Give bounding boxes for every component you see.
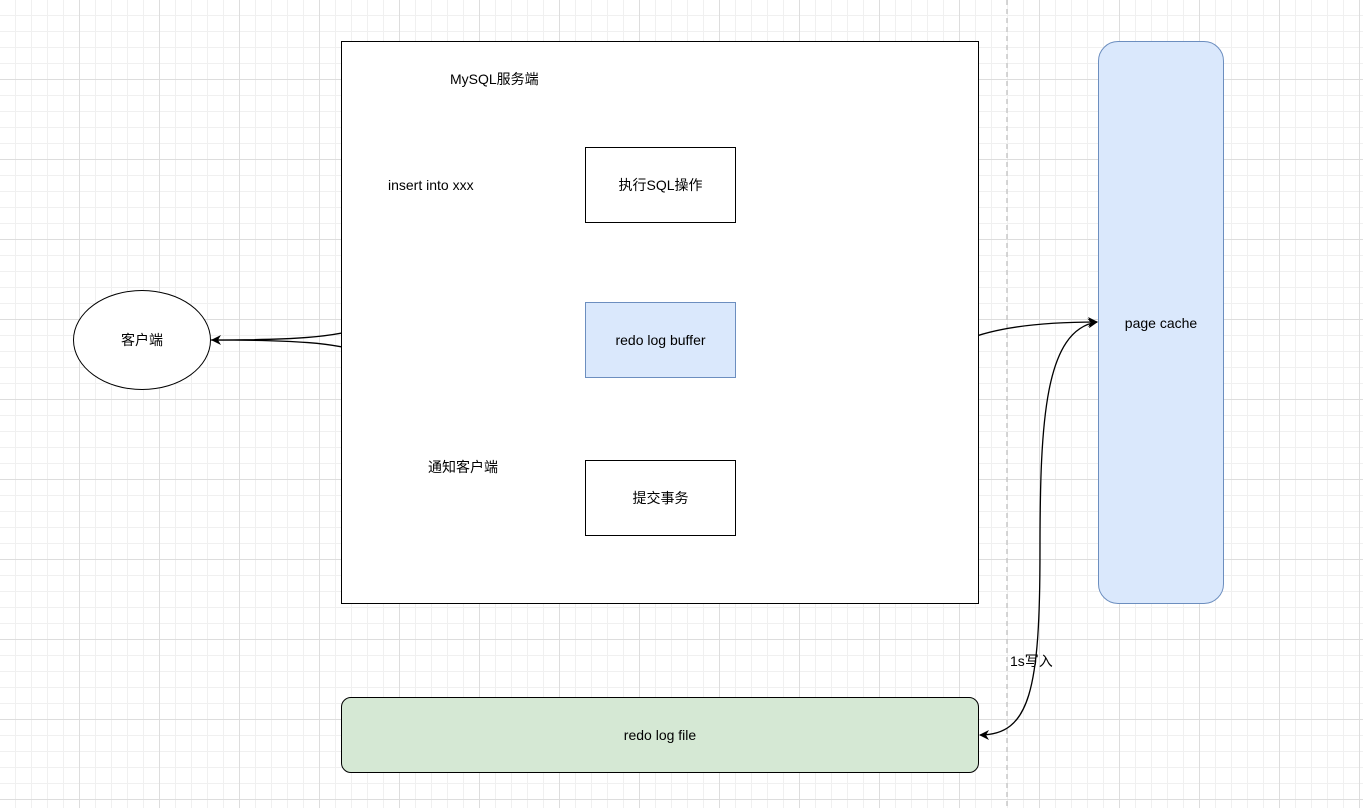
client-node[interactable]: 客户端 <box>73 290 211 390</box>
edge-page-cache-to-file[interactable] <box>979 318 1098 740</box>
insert-edge-label: insert into xxx <box>388 177 474 193</box>
redo-log-file-label: redo log file <box>623 727 697 743</box>
page-cache-node[interactable]: page cache <box>1098 41 1224 604</box>
execute-sql-label: 执行SQL操作 <box>618 177 703 193</box>
redo-log-file-node[interactable]: redo log file <box>341 697 979 773</box>
write-edge-label: 1s写入 <box>1010 653 1053 669</box>
notify-edge-label: 通知客户端 <box>428 459 498 475</box>
redo-log-buffer-label: redo log buffer <box>615 332 706 348</box>
server-title: MySQL服务端 <box>450 71 539 87</box>
execute-sql-node[interactable]: 执行SQL操作 <box>585 147 736 223</box>
client-label: 客户端 <box>121 332 163 348</box>
redo-log-buffer-node[interactable]: redo log buffer <box>585 302 736 378</box>
commit-transaction-label: 提交事务 <box>632 490 689 506</box>
commit-transaction-node[interactable]: 提交事务 <box>585 460 736 536</box>
page-cache-label: page cache <box>1124 314 1198 331</box>
